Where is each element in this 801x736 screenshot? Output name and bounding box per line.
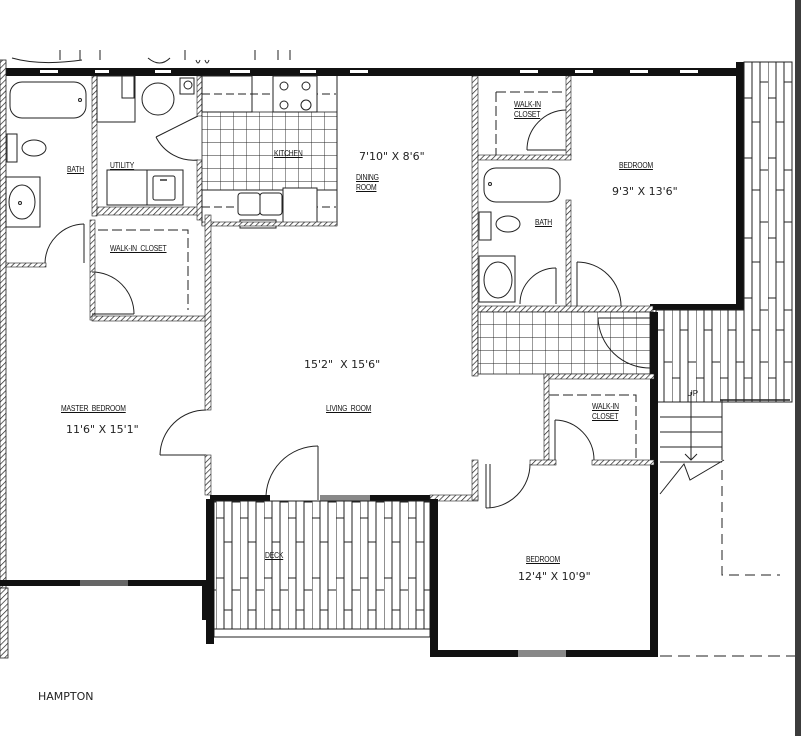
side-deck [655,309,749,403]
room-label-utility: UTILITY [110,161,135,170]
viewer-scrollbar-edge[interactable] [795,0,801,736]
room-label-closet-master: WALK-IN CLOSET [110,244,167,253]
room-label-bedroom2: BEDROOM [619,161,653,170]
room-label-closet-bedroom3: WALK-IN CLOSET [592,402,619,421]
room-label-master-bedroom: MASTER BEDROOM [61,404,126,413]
stairs-up-label: UP [687,389,698,398]
room-label-bath2: BATH [535,218,552,227]
room-label-closet-bedroom2: WALK-IN CLOSET [514,100,541,119]
room-label-kitchen: KITCHEN [274,149,303,158]
room-dims-bedroom3: 12'4" X 10'9" [518,570,591,583]
exterior-wall-left [0,59,7,589]
room-label-bath-master: BATH [67,165,84,174]
room-label-living: LIVING ROOM [326,404,372,413]
room-label-bedroom3: BEDROOM [526,555,560,564]
upper-unit-fixtures [11,50,291,64]
plan-title: HAMPTON [38,690,94,703]
room-dims-master-bedroom: 11'6" X 15'1" [66,423,139,436]
room-dims-dining: 7'10" X 8'6" [359,150,425,163]
room-label-deck: DECK [265,551,284,560]
exterior-wall-top [0,68,744,76]
kitchen-tile-floor [201,111,338,193]
room-dims-living: 15'2" X 15'6" [304,358,381,371]
deck-planks [213,500,431,630]
room-dims-bedroom2: 9'3" X 13'6" [612,185,678,198]
hallway-tile-floor [477,311,654,375]
room-label-dining: DINING ROOM [356,173,379,192]
